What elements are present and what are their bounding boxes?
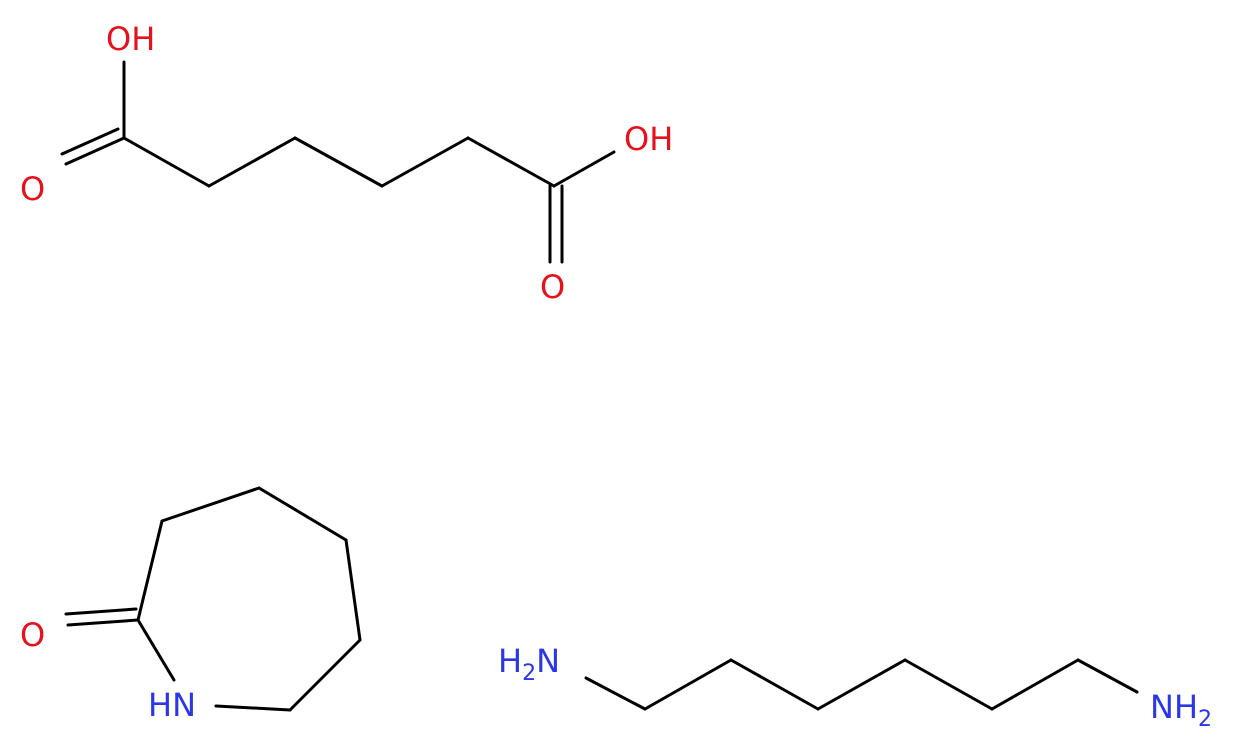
chain-bond-4 [816,658,907,711]
atom-h2n-left: H2N [498,642,560,686]
atom-nh2-right: NH2 [1150,688,1212,732]
h2n-subscript: 2 [522,661,536,686]
bond-c6-oh [552,150,616,188]
nh2-subscript: 2 [1198,707,1212,732]
atom-o-carbonyl: O [20,616,45,654]
bond-c2-c3 [207,136,297,188]
ring-bond-5 [214,704,292,712]
chain-bond-6 [990,658,1080,711]
bond-c4-c5 [380,136,470,188]
atom-nh: HN [148,686,196,724]
ring-bond-6 [136,618,176,682]
atom-o-left: O [20,170,45,208]
adipic-acid-molecule: OH O OH O [20,20,673,306]
ring-bond-4 [288,638,362,712]
bond-c1-o-double-b [60,127,120,156]
chain-bond-2 [643,658,733,711]
atom-o-right: O [540,268,565,306]
hexamethylenediamine-molecule: H2N NH2 [498,642,1212,732]
chain-bond-1 [584,676,647,711]
ring-bond-2 [257,486,348,542]
bond-c5-c6 [466,136,556,188]
ring-bond-3 [344,538,362,642]
carbonyl-bond-b [64,607,138,616]
atom-oh-right: OH [624,120,673,158]
bond-c1-c2 [122,136,211,188]
h2n-n: N [536,642,560,680]
chain-bond-3 [729,658,820,711]
ring-bond-7 [136,519,164,622]
ring-bond-1 [160,486,261,523]
bond-c1-o-double-a [64,136,126,166]
bond-c3-c4 [293,136,384,188]
nh2-nh: NH [1150,688,1198,726]
atom-oh-left: OH [106,20,155,58]
chain-bond-7 [1076,658,1139,694]
carbonyl-bond-a [66,618,140,627]
h2n-h: H [498,642,522,680]
caprolactam-molecule: O HN [20,486,362,724]
chain-bond-5 [903,658,994,711]
